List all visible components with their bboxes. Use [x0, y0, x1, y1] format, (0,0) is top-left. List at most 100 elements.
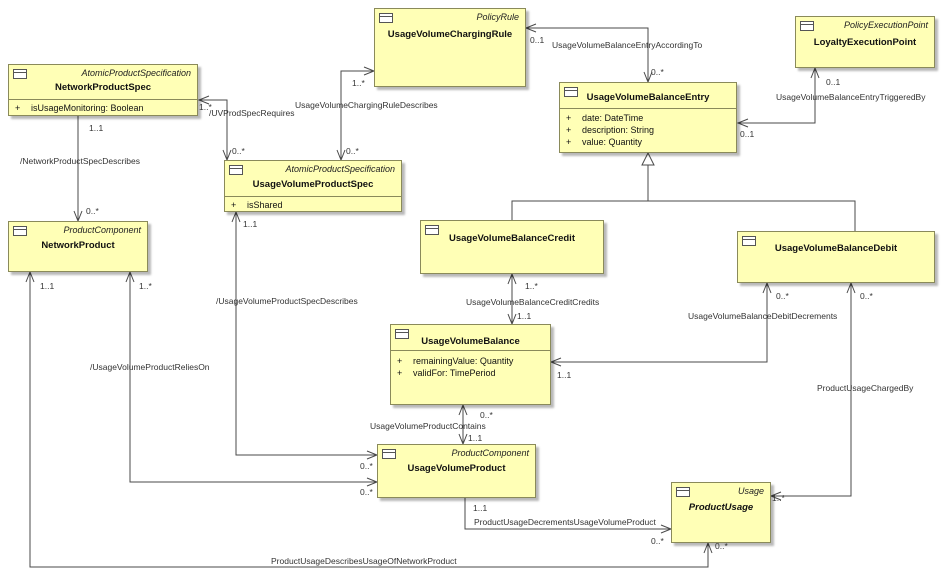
assoc-np-uvp [129, 272, 377, 483]
assoc-label: UsageVolumeBalanceEntryAccordingTo [552, 40, 703, 50]
class-name: UsageVolumeBalanceCredit [448, 233, 575, 244]
multiplicity: 0..* [346, 146, 359, 156]
class-icon [425, 225, 439, 235]
assoc-label: UsageVolumeBalanceDebitDecrements [688, 311, 838, 321]
assoc-uvcr-uvps [340, 70, 374, 160]
class-name: UsageVolumeProductSpec [252, 179, 374, 190]
stereotype: AtomicProductSpecification [81, 68, 191, 78]
class-icon [395, 329, 409, 339]
multiplicity: 1..1 [517, 311, 532, 321]
compartment-divider [560, 108, 736, 109]
attribute: +isShared [231, 200, 283, 210]
assoc-uvps-uvp [235, 212, 377, 456]
class-product-usage[interactable]: Usage ProductUsage [671, 482, 771, 543]
stereotype: Usage [737, 486, 764, 496]
assoc-label: /UsageVolumeProductReliesOn [90, 362, 210, 372]
class-icon [379, 13, 393, 23]
multiplicity: 1..1 [468, 433, 483, 443]
assoc-uvbd-pu [771, 283, 852, 497]
class-icon [229, 165, 243, 175]
multiplicity: 1..* [352, 78, 365, 88]
attribute: +value: Quantity [566, 137, 643, 147]
assoc-label: UsageVolumeBalanceEntryTriggeredBy [776, 92, 926, 102]
class-icon [382, 449, 396, 459]
class-name: UsageVolumeProduct [407, 463, 506, 474]
stereotype: PolicyRule [476, 12, 519, 22]
multiplicity: 1..* [199, 102, 212, 112]
multiplicity: 0..* [86, 206, 99, 216]
class-icon [742, 236, 756, 246]
stereotype: ProductComponent [63, 225, 141, 235]
generalization-uvbe [511, 200, 856, 231]
multiplicity: 0..1 [826, 77, 841, 87]
class-name: UsageVolumeBalance [421, 336, 520, 347]
class-usage-volume-balance-entry[interactable]: UsageVolumeBalanceEntry +date: DateTime … [559, 82, 737, 153]
multiplicity: 1..1 [89, 123, 104, 133]
compartment-divider [391, 350, 550, 351]
assoc-uvp-pu [464, 498, 671, 530]
class-name: UsageVolumeBalanceEntry [586, 92, 710, 103]
stereotype: PolicyExecutionPoint [843, 20, 928, 30]
multiplicity: 1..1 [473, 503, 488, 513]
class-usage-volume-balance-credit[interactable]: UsageVolumeBalanceCredit [420, 220, 604, 274]
class-usage-volume-product-spec[interactable]: AtomicProductSpecification UsageVolumePr… [224, 160, 402, 212]
compartment-divider [9, 99, 197, 100]
assoc-np-pu [29, 272, 709, 568]
class-name: LoyaltyExecutionPoint [813, 37, 917, 48]
stereotype: ProductComponent [451, 448, 529, 458]
class-loyalty-execution-point[interactable]: PolicyExecutionPoint LoyaltyExecutionPoi… [795, 16, 935, 68]
multiplicity: 1..* [139, 281, 152, 291]
multiplicity: 0..* [360, 487, 373, 497]
stereotype: AtomicProductSpecification [285, 164, 395, 174]
assoc-lep-uvbe [738, 68, 816, 124]
attribute: +isUsageMonitoring: Boolean [15, 103, 144, 113]
multiplicity: 0..* [860, 291, 873, 301]
attribute: +remainingValue: Quantity [397, 356, 514, 366]
multiplicity: 1..* [772, 493, 785, 503]
multiplicity: 0..* [232, 146, 245, 156]
multiplicity: 0..* [651, 536, 664, 546]
multiplicity: 0..1 [530, 35, 545, 45]
class-name: NetworkProduct [41, 240, 115, 251]
attribute: +date: DateTime [566, 113, 644, 123]
assoc-nps-uvps [199, 99, 228, 160]
assoc-label: UsageVolumeChargingRuleDescribes [295, 100, 438, 110]
class-usage-volume-balance-debit[interactable]: UsageVolumeBalanceDebit [737, 231, 935, 283]
assoc-label: /NetworkProductSpecDescribes [20, 156, 140, 166]
class-icon [800, 21, 814, 31]
class-name: ProductUsage [688, 502, 754, 513]
multiplicity: 1..1 [40, 281, 55, 291]
assoc-label: /UsageVolumeProductSpecDescribes [216, 296, 358, 306]
attribute: +validFor: TimePeriod [397, 368, 496, 378]
class-name: UsageVolumeBalanceDebit [774, 243, 898, 254]
compartment-divider [225, 196, 401, 197]
multiplicity: 0..* [651, 67, 664, 77]
assoc-label: UsageVolumeBalanceCreditCredits [466, 297, 600, 307]
assoc-uvbd-uvb [551, 283, 768, 363]
assoc-label: UsageVolumeProductContains [370, 421, 486, 431]
multiplicity: 1..* [525, 281, 538, 291]
class-name: NetworkProductSpec [54, 82, 152, 93]
assoc-label: ProductUsageChargedBy [817, 383, 914, 393]
class-usage-volume-balance[interactable]: UsageVolumeBalance +remainingValue: Quan… [390, 324, 551, 405]
assoc-uvcr-uvbe [526, 27, 649, 82]
class-network-product[interactable]: ProductComponent NetworkProduct [8, 221, 148, 272]
assoc-label: /UVProdSpecRequires [209, 108, 295, 118]
assoc-label: ProductUsageDescribesUsageOfNetworkProdu… [271, 556, 457, 566]
attribute-list: +date: DateTime +description: String +va… [566, 112, 654, 148]
class-usage-volume-product[interactable]: ProductComponent UsageVolumeProduct [377, 444, 536, 498]
multiplicity: 0..* [776, 291, 789, 301]
class-icon [676, 487, 690, 497]
multiplicity: 0..* [360, 461, 373, 471]
attribute-list: +remainingValue: Quantity +validFor: Tim… [397, 355, 513, 379]
multiplicity: 0..* [715, 541, 728, 551]
class-icon [564, 87, 578, 97]
class-icon [13, 69, 27, 79]
class-usage-volume-charging-rule[interactable]: PolicyRule UsageVolumeChargingRule [374, 8, 526, 87]
class-network-product-spec[interactable]: AtomicProductSpecification NetworkProduc… [8, 64, 198, 116]
class-name: UsageVolumeChargingRule [387, 29, 513, 40]
attribute: +description: String [566, 125, 655, 135]
multiplicity: 0..1 [740, 129, 755, 139]
multiplicity: 1..1 [557, 370, 572, 380]
